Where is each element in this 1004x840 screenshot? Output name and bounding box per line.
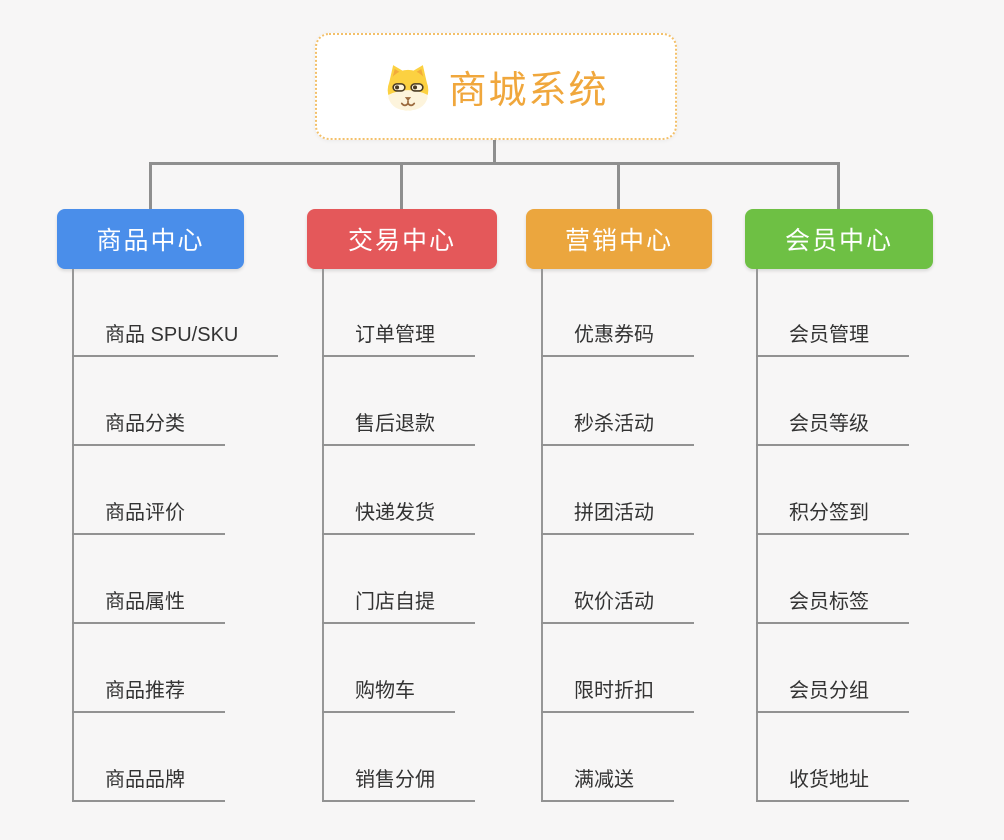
leaf-node-bargain-activity[interactable]: 砍价活动 — [541, 584, 694, 624]
leaf-node-flash-sale[interactable]: 秒杀活动 — [541, 406, 694, 446]
connector-drop-member — [837, 162, 840, 209]
leaf-node-coupon-code[interactable]: 优惠券码 — [541, 317, 694, 357]
leaf-node-group-buy[interactable]: 拼团活动 — [541, 495, 694, 535]
branch-node-member-center[interactable]: 会员中心 — [745, 209, 933, 269]
connector-drop-trade — [400, 162, 403, 209]
leaf-node-product-category[interactable]: 商品分类 — [72, 406, 225, 446]
leaf-node-store-pickup[interactable]: 门店自提 — [322, 584, 475, 624]
connector-trunk-trade — [322, 269, 324, 802]
connector-drop-marketing — [617, 162, 620, 209]
connector-drop-product — [149, 162, 152, 209]
leaf-node-shopping-cart[interactable]: 购物车 — [322, 673, 455, 713]
root-node-label: 商城系统 — [448, 70, 609, 112]
leaf-node-product-recommend[interactable]: 商品推荐 — [72, 673, 225, 713]
connector-root-stub — [493, 140, 496, 165]
leaf-node-shipping-address[interactable]: 收货地址 — [756, 762, 909, 802]
leaf-node-spend-and-save[interactable]: 满减送 — [541, 762, 674, 802]
branch-node-marketing-center[interactable]: 营销中心 — [526, 209, 712, 269]
leaf-node-product-spu-sku[interactable]: 商品 SPU/SKU — [72, 317, 279, 357]
leaf-node-express-delivery[interactable]: 快递发货 — [322, 495, 475, 535]
leaf-node-points-checkin[interactable]: 积分签到 — [756, 495, 909, 535]
connector-trunk-member — [756, 269, 758, 802]
root-node-mall-system[interactable]: 商城系统 — [315, 33, 677, 140]
leaf-node-member-level[interactable]: 会员等级 — [756, 406, 909, 446]
leaf-node-sales-commission[interactable]: 销售分佣 — [322, 762, 475, 802]
connector-trunk-marketing — [541, 269, 543, 802]
leaf-node-member-tag[interactable]: 会员标签 — [756, 584, 909, 624]
dog-face-icon — [388, 64, 429, 110]
leaf-node-product-brand[interactable]: 商品品牌 — [72, 762, 225, 802]
branch-node-trade-center[interactable]: 交易中心 — [307, 209, 497, 269]
connector-trunk-product — [72, 269, 74, 802]
branch-node-product-center[interactable]: 商品中心 — [57, 209, 244, 269]
leaf-node-member-management[interactable]: 会员管理 — [756, 317, 909, 357]
leaf-node-member-group[interactable]: 会员分组 — [756, 673, 909, 713]
connector-horizontal-rail — [149, 162, 840, 165]
leaf-node-aftersale-refund[interactable]: 售后退款 — [322, 406, 475, 446]
leaf-node-product-review[interactable]: 商品评价 — [72, 495, 225, 535]
leaf-node-limited-time-discount[interactable]: 限时折扣 — [541, 673, 694, 713]
leaf-node-order-management[interactable]: 订单管理 — [322, 317, 475, 357]
leaf-node-product-attribute[interactable]: 商品属性 — [72, 584, 225, 624]
